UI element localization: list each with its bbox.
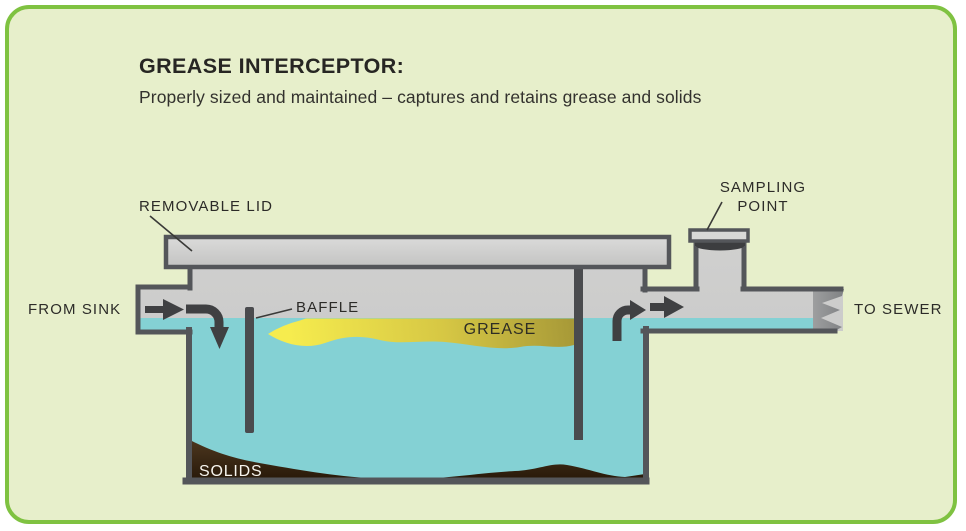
grease-label: GREASE — [464, 321, 537, 338]
page-title: GREASE INTERCEPTOR: — [139, 54, 405, 78]
removable-lid-label: REMOVABLE LID — [139, 198, 273, 215]
from-sink-label: FROM SINK — [28, 301, 121, 318]
inlet-down-arrow-head — [210, 327, 229, 349]
pointer-lines — [149, 201, 723, 319]
sampling-point-pointer-line — [706, 201, 723, 231]
inlet-baffle — [245, 307, 254, 433]
outlet-up-arrow-head — [630, 300, 646, 320]
sampling-point-label-line2: POINT — [737, 198, 788, 215]
baffle-label: BAFFLE — [296, 299, 359, 316]
outlet-baffle — [574, 266, 583, 440]
solids-label: SOLIDS — [199, 463, 263, 480]
heading-block: GREASE INTERCEPTOR: Properly sized and m… — [139, 54, 701, 108]
outlet-up-arrow-elbow — [612, 305, 631, 341]
page-subtitle: Properly sized and maintained – captures… — [139, 87, 702, 107]
outlet-flow-arrow — [650, 296, 684, 318]
removable-lid-pointer-line — [149, 215, 193, 252]
solids-layer — [190, 440, 645, 480]
sampling-point-label-line1: SAMPLING — [720, 179, 806, 196]
pipe-break — [813, 289, 844, 332]
flow-arrows — [145, 296, 684, 349]
sampling-cap — [688, 228, 750, 251]
grease-layer — [268, 318, 574, 349]
tank-walls — [135, 237, 844, 485]
to-sewer-label: TO SEWER — [854, 301, 943, 318]
removable-lid — [163, 234, 672, 270]
baffle-pointer-line — [255, 308, 293, 319]
inlet-down-arrow-elbow — [186, 304, 224, 328]
inlet-flow-arrow — [145, 299, 184, 320]
